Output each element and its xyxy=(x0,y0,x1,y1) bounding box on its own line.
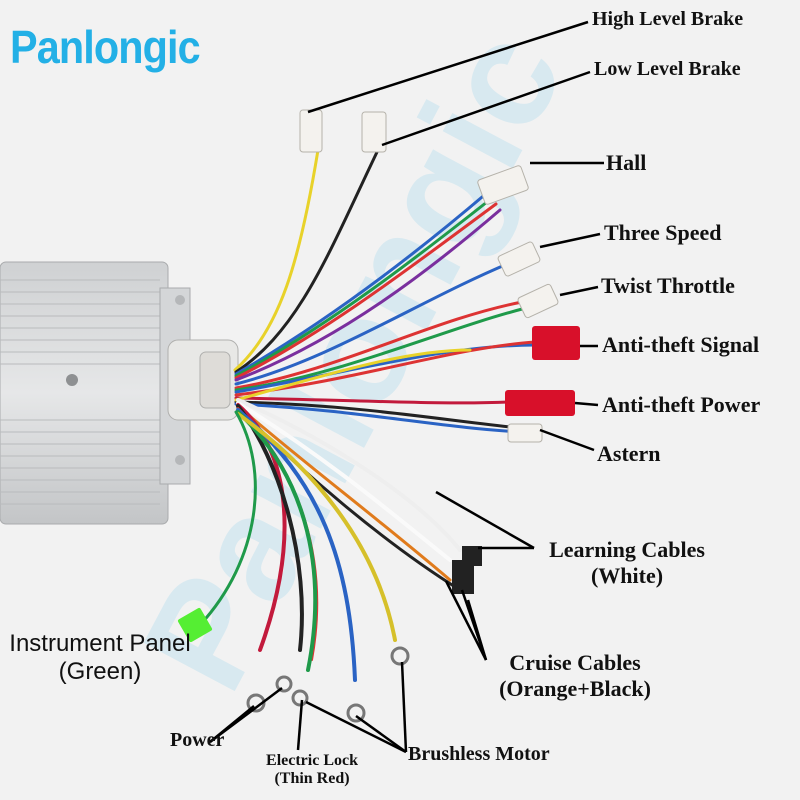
label-hall: Hall xyxy=(606,150,647,175)
label-anti-theft-signal: Anti-theft Signal xyxy=(602,332,760,357)
label-learning-cables-line1: Learning Cables xyxy=(549,537,705,562)
label-low-level-brake: Low Level Brake xyxy=(594,58,741,80)
label-twist-throttle: Twist Throttle xyxy=(601,273,735,298)
label-cruise-cables-line1: Cruise Cables xyxy=(509,650,641,675)
controller-box xyxy=(0,261,239,525)
label-learning-cables-line2: (White) xyxy=(590,563,664,588)
label-cruise-cables-line2: (Orange+Black) xyxy=(499,676,651,701)
label-instrument-panel: Instrument Panel (Green) xyxy=(0,630,200,686)
label-electric-lock-line1: Electric Lock xyxy=(266,752,358,769)
label-electric-lock-line2: (Thin Red) xyxy=(274,770,350,787)
label-power: Power xyxy=(170,729,225,751)
label-cruise-cables: Cruise Cables (Orange+Black) xyxy=(484,650,666,702)
wire-harness xyxy=(198,148,537,682)
connectors xyxy=(177,109,580,643)
label-high-level-brake: High Level Brake xyxy=(592,8,744,30)
label-electric-lock: Electric Lock (Thin Red) xyxy=(250,752,374,788)
label-learning-cables: Learning Cables (White) xyxy=(536,537,718,589)
label-anti-theft-power: Anti-theft Power xyxy=(602,392,761,417)
label-instrument-panel-line1: Instrument Panel xyxy=(9,630,191,657)
label-three-speed: Three Speed xyxy=(604,220,722,245)
label-instrument-panel-line2: (Green) xyxy=(58,658,142,685)
brand-logo: Panlongic xyxy=(10,21,201,73)
label-astern: Astern xyxy=(597,441,661,466)
label-brushless-motor: Brushless Motor xyxy=(408,743,550,765)
callout-lines xyxy=(209,20,604,754)
ring-terminals xyxy=(246,646,410,723)
